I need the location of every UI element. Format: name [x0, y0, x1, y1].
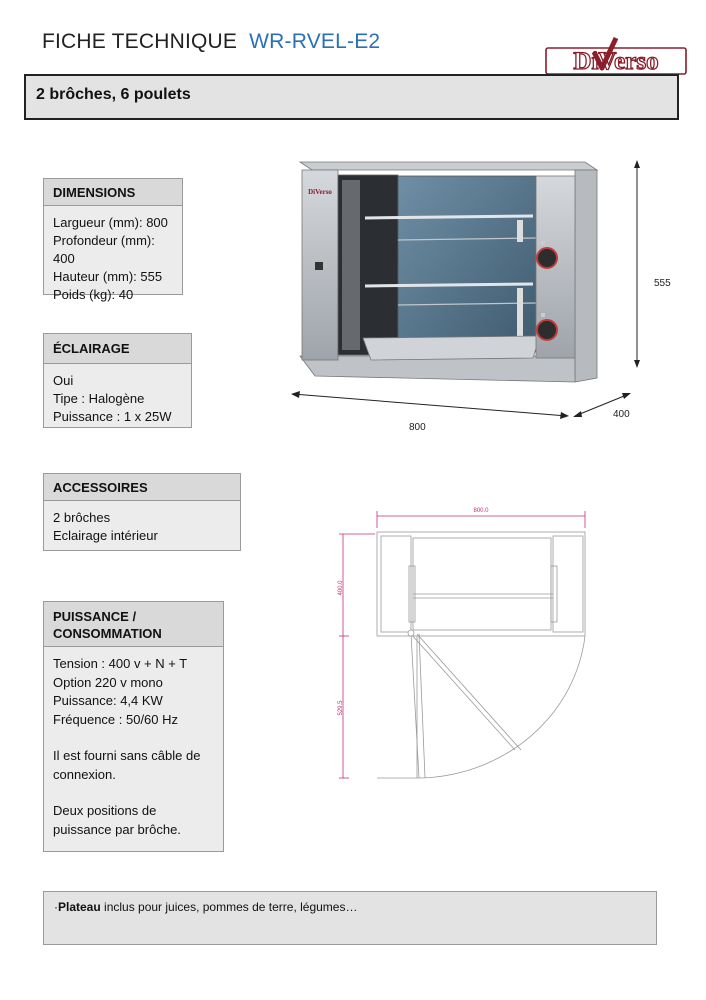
accessoire-line: 2 brôches — [53, 510, 111, 525]
height-label: 555 — [654, 278, 671, 289]
puissance-line: Tension : 400 v + N + T — [53, 656, 188, 671]
plan-width-label: 800.0 — [473, 508, 489, 514]
eclairage-line: Puissance : 1 x 25W — [53, 409, 172, 424]
puissance-cable-note: connexion. — [53, 766, 116, 782]
dimension-line: Hauteur (mm): 555 — [53, 269, 163, 284]
puissance-cable-note: Il est fourni sans câble de — [53, 748, 201, 763]
puissance-positions-note: Deux positions de — [53, 803, 157, 818]
dimensions-box: DIMENSIONS Largueur (mm): 800 Profondeur… — [43, 178, 183, 302]
accessoires-box: ACCESSOIRES 2 brôches Eclairage intérieu… — [43, 473, 241, 551]
dimension-line: Largueur (mm): 800 — [53, 215, 168, 230]
note-text: inclus pour juices, pommes de terre, lég… — [100, 900, 358, 914]
brand-logo: DiVerso — [545, 36, 687, 76]
eclairage-heading: ÉCLAIRAGE — [44, 334, 191, 364]
width-label: 800 — [409, 422, 426, 433]
puissance-heading-line2: CONSOMMATION — [53, 626, 162, 641]
brand-logo-text: DiVerso — [573, 48, 658, 75]
eclairage-line: Tipe : Halogène — [53, 391, 145, 406]
puissance-heading-line1: PUISSANCE / — [53, 609, 137, 624]
product-brand-mark: DiVerso — [308, 188, 332, 196]
accessoires-body: 2 brôches Eclairage intérieur — [44, 501, 240, 553]
puissance-line: Puissance: 4,4 KW — [53, 693, 163, 708]
document-title: FICHE TECHNIQUE WR-RVEL-E2 — [42, 30, 380, 54]
puissance-box: PUISSANCE / CONSOMMATION Tension : 400 v… — [43, 601, 224, 852]
depth-label: 400 — [613, 409, 630, 420]
eclairage-line: Oui — [53, 373, 74, 388]
dimensions-heading: DIMENSIONS — [44, 179, 182, 206]
eclairage-body: Oui Tipe : Halogène Puissance : 1 x 25W — [44, 364, 191, 434]
puissance-positions-note: puissance par brôche. — [53, 821, 181, 837]
product-image: DiVerso — [291, 160, 640, 419]
plan-depth-label: 400.0 — [338, 580, 344, 596]
product-subtitle-bar: 2 brôches, 6 poulets — [24, 74, 679, 120]
accessoires-heading: ACCESSOIRES — [44, 474, 240, 501]
note-bold: Plateau — [58, 900, 101, 914]
technical-drawing: 800.0 400.0 529.5 — [338, 508, 586, 779]
model-code: WR-RVEL-E2 — [249, 30, 381, 53]
puissance-line: Option 220 v mono — [53, 674, 163, 690]
puissance-line: Fréquence : 50/60 Hz — [53, 711, 179, 727]
puissance-heading: PUISSANCE / CONSOMMATION — [44, 602, 223, 647]
puissance-body: Tension : 400 v + N + T Option 220 v mon… — [44, 647, 223, 847]
note-bar: ·Plateau inclus pour juices, pommes de t… — [43, 891, 657, 945]
product-subtitle: 2 brôches, 6 poulets — [36, 86, 191, 103]
accessoire-line: Eclairage intérieur — [53, 528, 158, 543]
eclairage-box: ÉCLAIRAGE Oui Tipe : Halogène Puissance … — [43, 333, 192, 428]
document-title-text: FICHE TECHNIQUE — [42, 30, 238, 53]
dimension-line: Poids (kg): 40 — [53, 287, 134, 302]
plan-door-label: 529.5 — [338, 700, 344, 716]
note-bullet: · — [54, 900, 58, 914]
dimensions-body: Largueur (mm): 800 Profondeur (mm): 400 … — [44, 206, 182, 312]
dimension-line: Profondeur (mm): 400 — [53, 233, 155, 266]
